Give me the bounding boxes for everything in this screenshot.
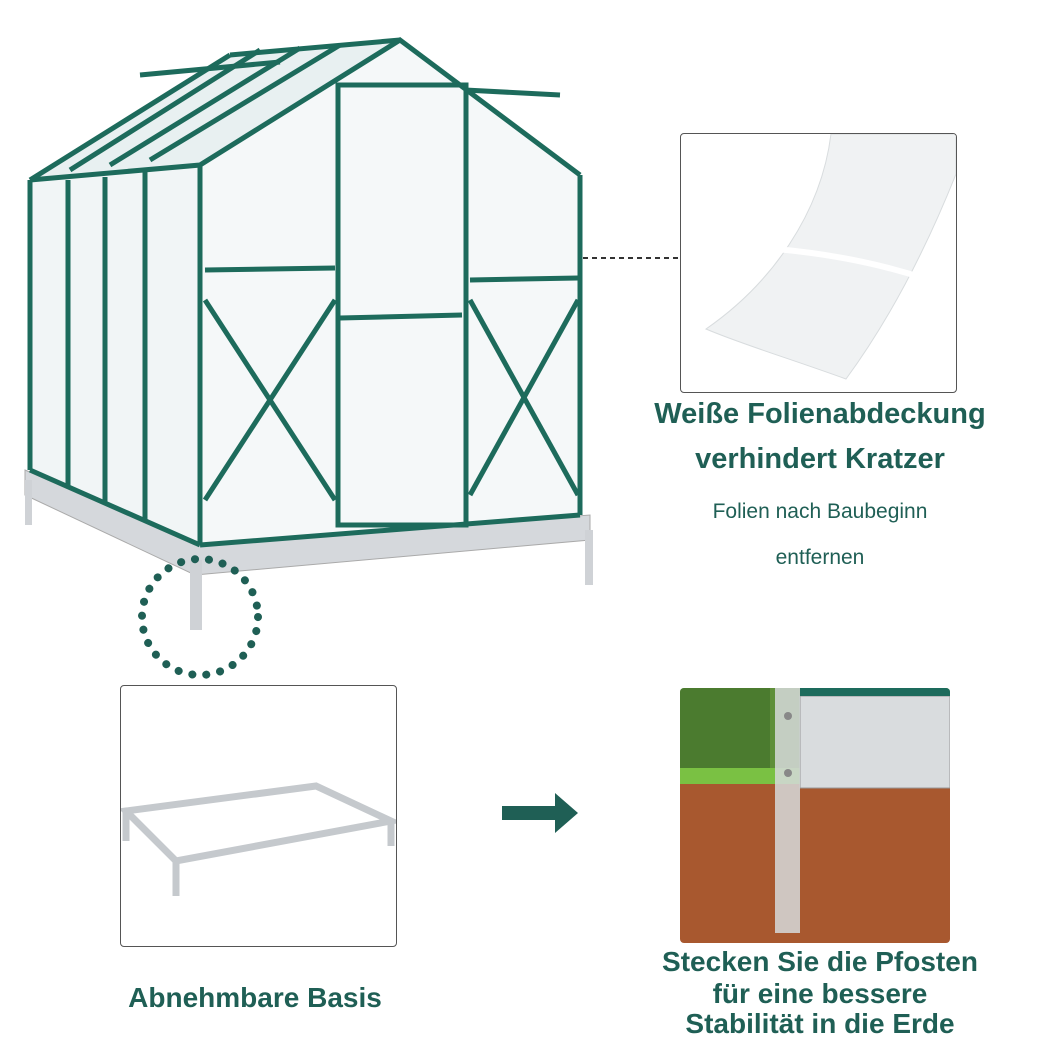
base-label: Abnehmbare Basis [128, 982, 382, 1013]
film-note-line1: Folien nach Baubeginn [712, 500, 928, 523]
arrow-right-icon [502, 793, 578, 833]
roof-panel [30, 40, 400, 180]
posts-line1: Stecken Sie die Pfosten [662, 946, 978, 977]
film-title-line1: Weiße Folienabdeckung [654, 398, 986, 430]
front-panel [200, 40, 580, 545]
base-leg [190, 560, 202, 630]
base-leg [585, 530, 593, 585]
soil [680, 784, 950, 943]
film-title-line2: verhindert Kratzer [695, 443, 945, 475]
posts-line2: für eine bessere [712, 978, 928, 1009]
film-note-line2: entfernen [775, 546, 865, 569]
base-frame-image [120, 685, 397, 947]
ground-post [775, 688, 800, 933]
base-leg [25, 480, 32, 525]
detail-highlight-circle [138, 555, 262, 679]
film-detail-image [680, 133, 957, 393]
greenhouse-frame [27, 36, 583, 548]
posts-line3: Stabilität in die Erde [685, 1008, 955, 1039]
post-in-ground-image [680, 688, 950, 943]
side-panel [30, 165, 200, 545]
